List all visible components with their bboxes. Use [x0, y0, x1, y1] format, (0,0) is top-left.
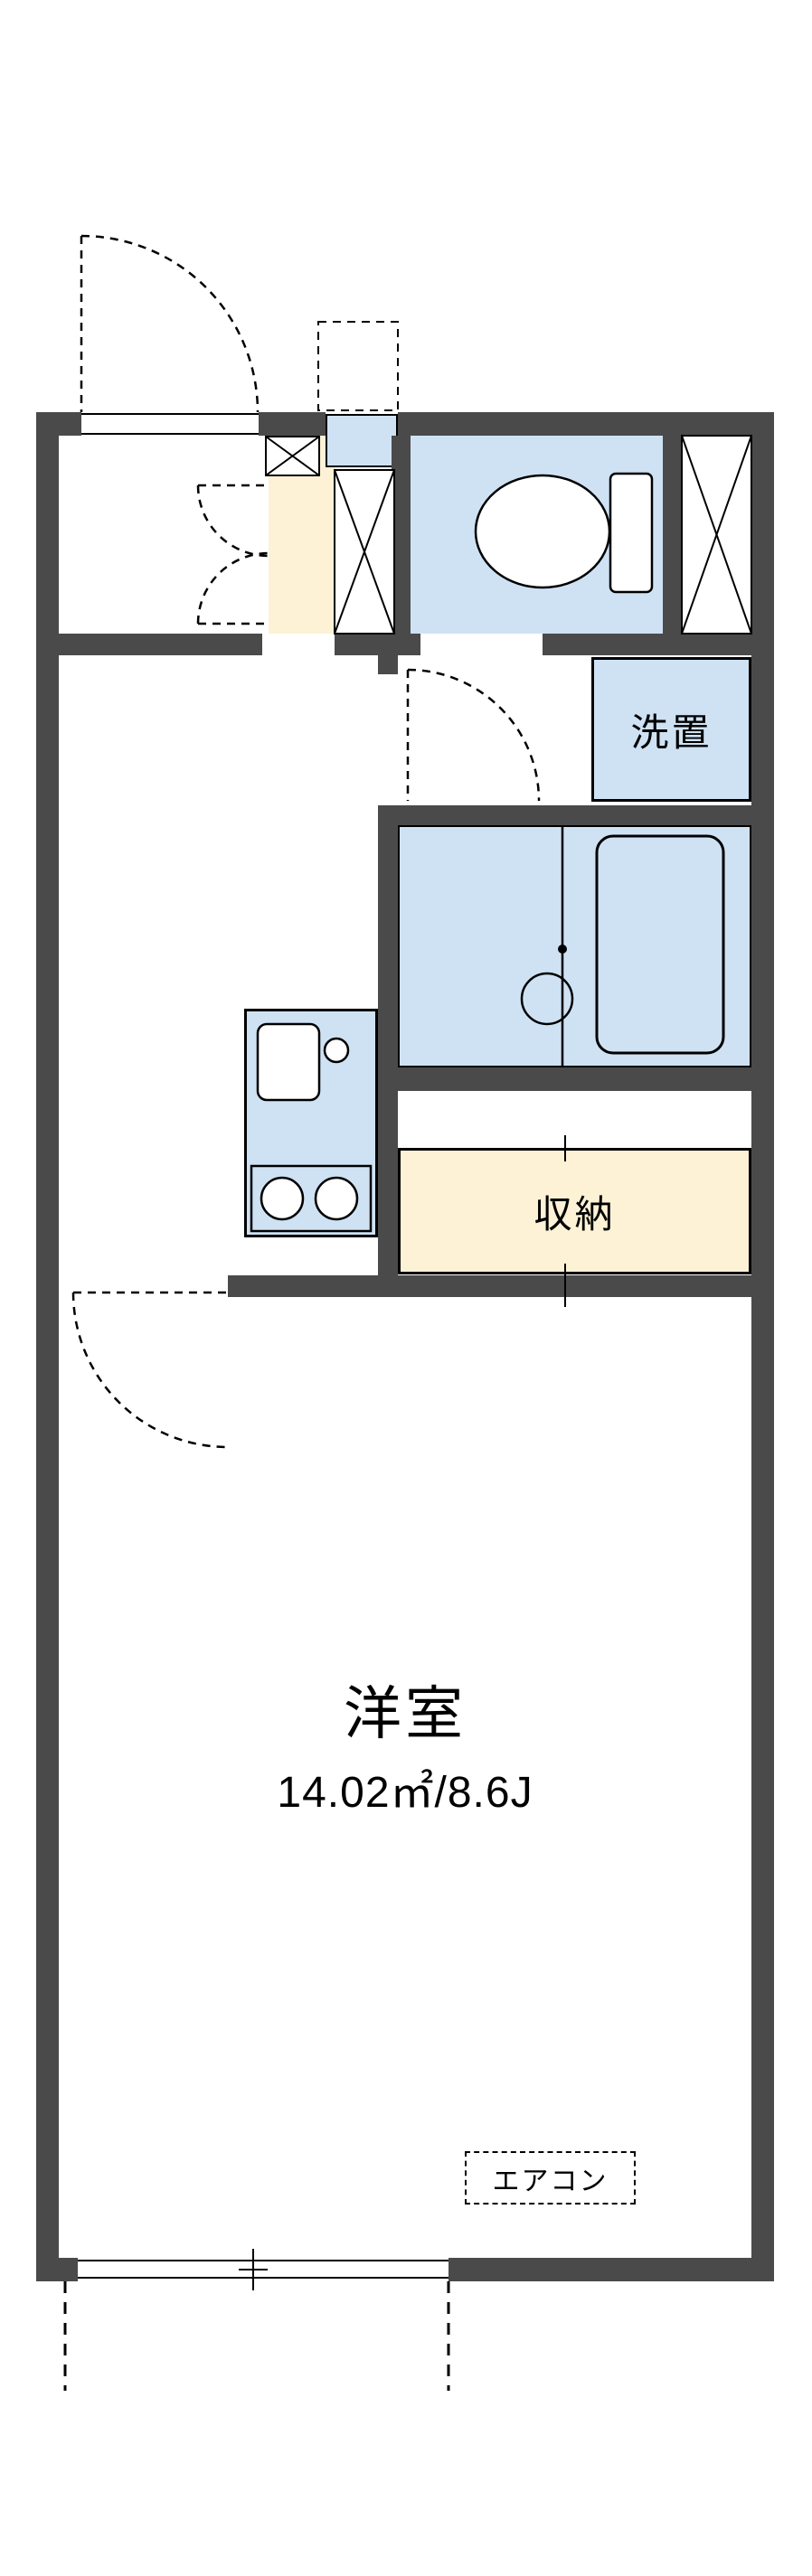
pipe-space-right	[681, 435, 752, 635]
room-name: 洋室	[344, 1681, 467, 1746]
washroom-door-arc	[406, 668, 541, 802]
storage-closet: 収納	[398, 1148, 751, 1274]
wall-right	[751, 412, 774, 2281]
entry-panel-dashed	[317, 321, 399, 411]
wall-bath-top	[378, 805, 751, 825]
kitchen-unit	[244, 1009, 378, 1237]
wall-hall-stub	[378, 634, 398, 674]
wall-toilet-left	[392, 436, 411, 634]
entry-opening	[81, 413, 259, 435]
entry-door-panel	[326, 414, 398, 467]
wall-room-top	[228, 1275, 751, 1297]
toilet-room	[411, 436, 663, 634]
laundry-room: 洗置	[591, 657, 751, 802]
entry-door-arc	[80, 234, 260, 413]
pipe-space-left	[334, 469, 395, 635]
storage-label: 収納	[533, 1192, 616, 1236]
wall-bath-bottom	[378, 1067, 751, 1091]
wall-corridor-divider	[378, 1091, 398, 1297]
laundry-label: 洗置	[630, 710, 713, 754]
wall-bottom-right	[448, 2258, 774, 2281]
bathroom	[398, 825, 751, 1067]
wall-top-b	[259, 412, 326, 436]
main-room-title: 洋室 14.02㎡/8.6J	[59, 1668, 751, 1819]
wall-bottom-stub	[36, 2258, 78, 2281]
aircon-label: エアコン	[492, 2166, 609, 2196]
wall-toilet-right	[663, 436, 682, 634]
room-door-arc	[71, 1291, 229, 1449]
wall-top-a	[36, 412, 81, 436]
wall-under-entry	[59, 634, 262, 655]
balcony-dashed-lines	[63, 2281, 450, 2391]
bottom-window	[78, 2249, 448, 2290]
wall-under-pipespace	[335, 634, 420, 655]
aircon-box: エアコン	[465, 2151, 636, 2205]
wall-under-toilet	[543, 634, 751, 655]
shoe-closet-doors	[196, 484, 269, 625]
wall-left	[36, 412, 59, 2281]
room-area: 14.02㎡/8.6J	[277, 1769, 533, 1817]
wall-top-c	[398, 412, 751, 436]
wall-bath-left	[378, 805, 398, 1091]
